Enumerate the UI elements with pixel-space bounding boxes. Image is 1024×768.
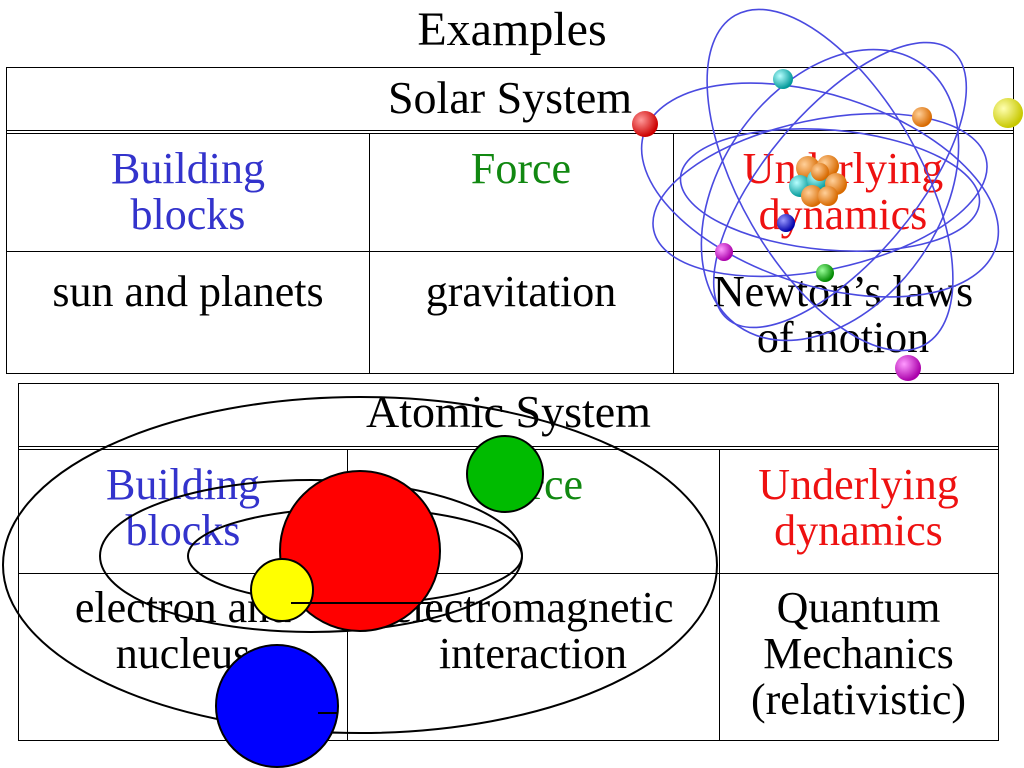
atomic-force-header: Force [482,460,584,509]
row-divider [7,251,1013,252]
header-divider [7,130,1013,134]
column-divider [719,450,720,740]
solar-force-value: gravitation [425,267,617,316]
solar-dynamics-header: Underlying dynamics [742,144,944,239]
page-title: Examples [417,3,607,56]
atomic-building-blocks-header: Building blocks [105,460,261,555]
solar-system-header: Solar System [387,72,633,123]
solar-building-blocks-header: Building blocks [110,144,266,239]
row-divider [19,573,998,574]
atomic-dynamics-header: Underlying dynamics [758,460,959,555]
column-divider [369,134,370,374]
atomic-building-blocks-value: electron and nucleus [74,583,292,678]
solar-building-blocks-value: sun and planets [52,267,324,316]
solar-force-header: Force [470,144,572,193]
atomic-dynamics-value: Quantum Mechanics (relativistic) [750,583,966,724]
solar-dynamics-value: Newton’s laws of motion [712,267,974,362]
solar-system-table: Solar System Building blocks Force Under… [6,67,1014,374]
atomic-system-table: Atomic System Building blocks Force Unde… [18,383,999,741]
header-divider [19,446,998,450]
atomic-force-value: electromagnetic interaction [392,583,674,678]
atomic-system-header: Atomic System [366,386,651,437]
